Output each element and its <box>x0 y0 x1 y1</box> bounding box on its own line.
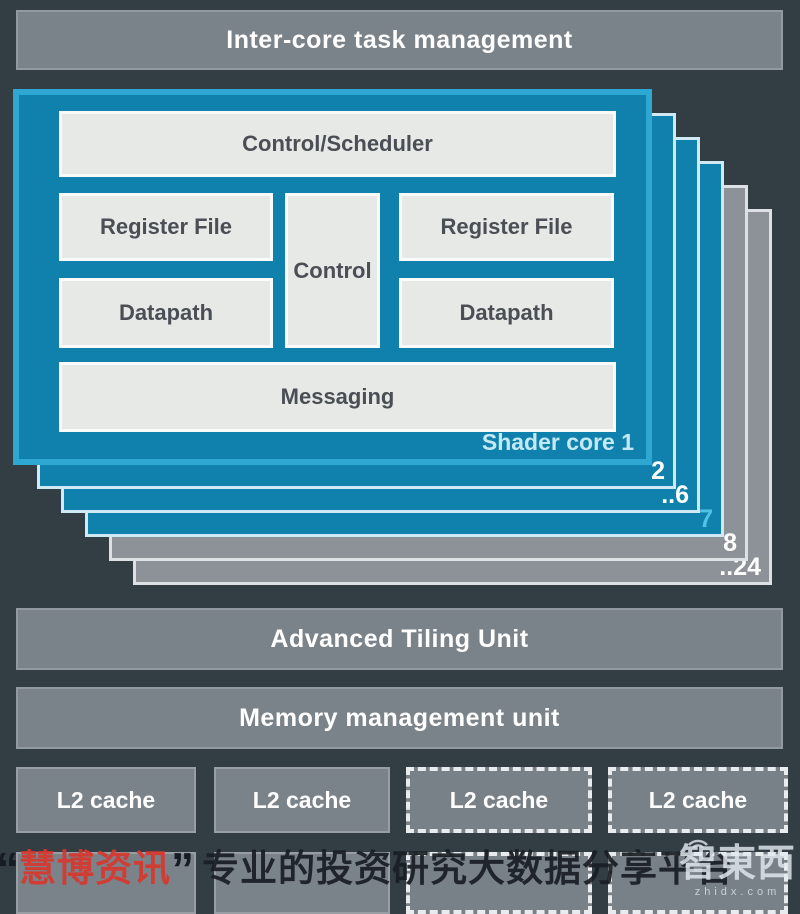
messaging-box: Messaging <box>59 362 616 432</box>
memory-management-unit-bar: Memory management unit <box>16 687 783 749</box>
control-scheduler-box: Control/Scheduler <box>59 111 616 177</box>
l2-cache-box-row2-4 <box>608 852 788 914</box>
watermark-tagline: 专业的投资研究大数据分享平台 <box>202 848 734 889</box>
l2-cache-box-row2-3 <box>406 852 592 914</box>
control-box: Control <box>285 193 380 348</box>
l2-cache-2-label: L2 cache <box>252 786 352 813</box>
watermark-close-quote: ” <box>171 843 194 895</box>
wifi-arcs-icon <box>685 833 711 854</box>
l2-cache-box-1: L2 cache <box>16 767 196 833</box>
register-file-left-label: Register File <box>99 214 233 239</box>
datapath-left-label: Datapath <box>118 300 214 325</box>
l2-cache-box-4-optional: L2 cache <box>608 767 788 833</box>
l2-cache-box-row2-2 <box>214 852 390 914</box>
register-file-right-label: Register File <box>440 214 573 239</box>
advanced-tiling-unit-label: Advanced Tiling Unit <box>270 624 529 653</box>
l2-cache-box-row2-1 <box>16 852 196 914</box>
memory-management-unit-label: Memory management unit <box>239 703 560 732</box>
watermark-brand: 慧博资讯 <box>19 848 171 889</box>
watermark-text: “慧博资讯”专业的投资研究大数据分享平台 <box>0 846 756 892</box>
shader-core-7-label: 7 <box>699 505 713 533</box>
datapath-left-box: Datapath <box>59 278 273 348</box>
zhidx-logo-text: 智東西 <box>678 843 796 885</box>
l2-cache-box-2: L2 cache <box>214 767 390 833</box>
register-file-left-box: Register File <box>59 193 273 261</box>
shader-core-card-1: Control/Scheduler Register File Control … <box>13 89 652 465</box>
control-label: Control <box>293 257 372 283</box>
l2-cache-box-3-optional: L2 cache <box>406 767 592 833</box>
inter-core-task-management-bar: Inter-core task management <box>16 10 783 70</box>
shader-core-2-label: 2 <box>651 457 665 485</box>
datapath-right-box: Datapath <box>399 278 614 348</box>
l2-cache-3-label: L2 cache <box>449 786 549 813</box>
control-scheduler-label: Control/Scheduler <box>242 131 433 156</box>
l2-cache-1-label: L2 cache <box>56 786 156 813</box>
shader-core-8-label: 8 <box>723 529 737 557</box>
messaging-label: Messaging <box>280 384 395 409</box>
register-file-right-box: Register File <box>399 193 614 261</box>
watermark-open-quote: “ <box>0 846 19 892</box>
datapath-right-label: Datapath <box>459 300 554 325</box>
l2-cache-4-label: L2 cache <box>648 786 748 813</box>
advanced-tiling-unit-bar: Advanced Tiling Unit <box>16 608 783 670</box>
shader-core-1-label: Shader core 1 <box>481 429 634 455</box>
inter-core-task-management-label: Inter-core task management <box>226 25 573 54</box>
zhidx-domain-text: zhidx.com <box>694 886 781 898</box>
zhidx-logo: 智東西 zhidx.com <box>678 839 796 898</box>
